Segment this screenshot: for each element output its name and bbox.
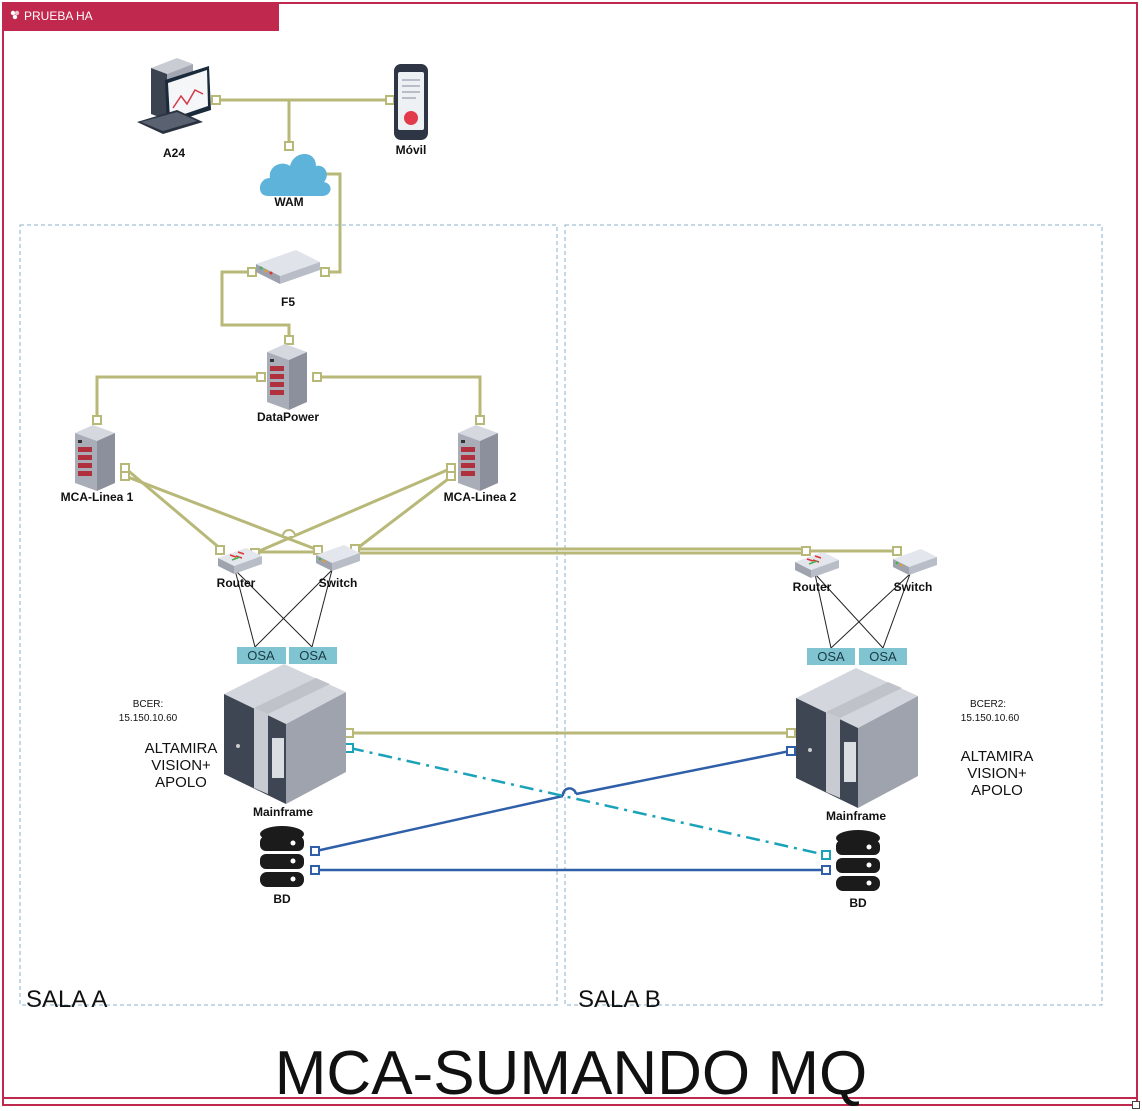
desktop-computer-icon[interactable] <box>137 58 211 134</box>
bottom-border-bar <box>2 1097 1138 1106</box>
apps-a-line-2: VISION+ <box>151 757 211 774</box>
bcer-a-name: BCER: <box>133 699 164 710</box>
apps-b-line-3: APOLO <box>971 782 1023 799</box>
load-balancer-icon[interactable] <box>256 250 320 284</box>
server-icon[interactable] <box>458 425 498 491</box>
osa-badge: OSA <box>859 648 907 665</box>
switch-icon[interactable] <box>893 549 937 575</box>
osa-badge: OSA <box>289 647 337 664</box>
apps-a-line-1: ALTAMIRA <box>145 740 218 757</box>
switch-b-label: Switch <box>894 580 933 594</box>
resize-grip-icon[interactable] <box>1132 1101 1140 1109</box>
mainframe-b-label: Mainframe <box>826 809 886 823</box>
server-icon[interactable] <box>75 425 115 491</box>
osa-badge: OSA <box>807 648 855 665</box>
wam-label: WAM <box>274 195 303 209</box>
sala-b-label: SALA B <box>578 986 661 1013</box>
cloud-icon[interactable] <box>259 154 331 196</box>
storage-ports <box>310 743 831 875</box>
svg-text:OSA: OSA <box>299 648 327 663</box>
diagram-page-icon <box>10 10 20 20</box>
svg-text:OSA: OSA <box>247 648 275 663</box>
database-icon[interactable] <box>260 826 304 887</box>
sala-a-label: SALA A <box>26 986 107 1013</box>
bcer-b-ip: 15.150.10.60 <box>961 713 1020 724</box>
mainframe-a-label: Mainframe <box>253 805 313 819</box>
switch-icon[interactable] <box>316 545 360 571</box>
link-ports <box>92 95 902 738</box>
server-icon[interactable] <box>267 344 307 410</box>
router-icon[interactable] <box>795 552 839 578</box>
datapower-label: DataPower <box>257 410 319 424</box>
storage-links <box>315 746 827 872</box>
apps-b-line-2: VISION+ <box>967 765 1027 782</box>
mca2-label: MCA-Linea 2 <box>444 490 517 504</box>
sala-a-zone <box>19 224 558 1006</box>
database-icon[interactable] <box>836 830 880 891</box>
bd-a-label: BD <box>273 892 291 906</box>
a24-label: A24 <box>163 146 185 160</box>
page-tab[interactable]: PRUEBA HA <box>2 2 279 31</box>
bcer-a-ip: 15.150.10.60 <box>119 713 178 724</box>
apps-b-line-1: ALTAMIRA <box>961 748 1034 765</box>
mca1-label: MCA-Linea 1 <box>61 490 134 504</box>
diagram-title: MCA-SUMANDO MQ <box>275 1039 867 1108</box>
router-b-label: Router <box>793 580 832 594</box>
f5-label: F5 <box>281 295 295 309</box>
movil-label: Móvil <box>396 143 427 157</box>
osa-badge: OSA <box>237 647 286 664</box>
sala-b-zone <box>564 224 1103 1006</box>
osa-links <box>234 569 911 649</box>
svg-text:OSA: OSA <box>869 649 897 664</box>
bcer-b-name: BCER2: <box>970 699 1006 710</box>
router-a-label: Router <box>217 576 256 590</box>
apps-a-line-3: APOLO <box>155 774 207 791</box>
mainframe-icon[interactable] <box>224 664 346 804</box>
router-icon[interactable] <box>218 548 262 574</box>
olive-links <box>95 98 897 735</box>
bd-b-label: BD <box>849 896 867 910</box>
mobile-phone-icon[interactable] <box>394 64 428 140</box>
mainframe-icon[interactable] <box>796 668 918 808</box>
svg-text:OSA: OSA <box>817 649 845 664</box>
page-tab-label: PRUEBA HA <box>24 9 93 23</box>
switch-a-label: Switch <box>319 576 358 590</box>
